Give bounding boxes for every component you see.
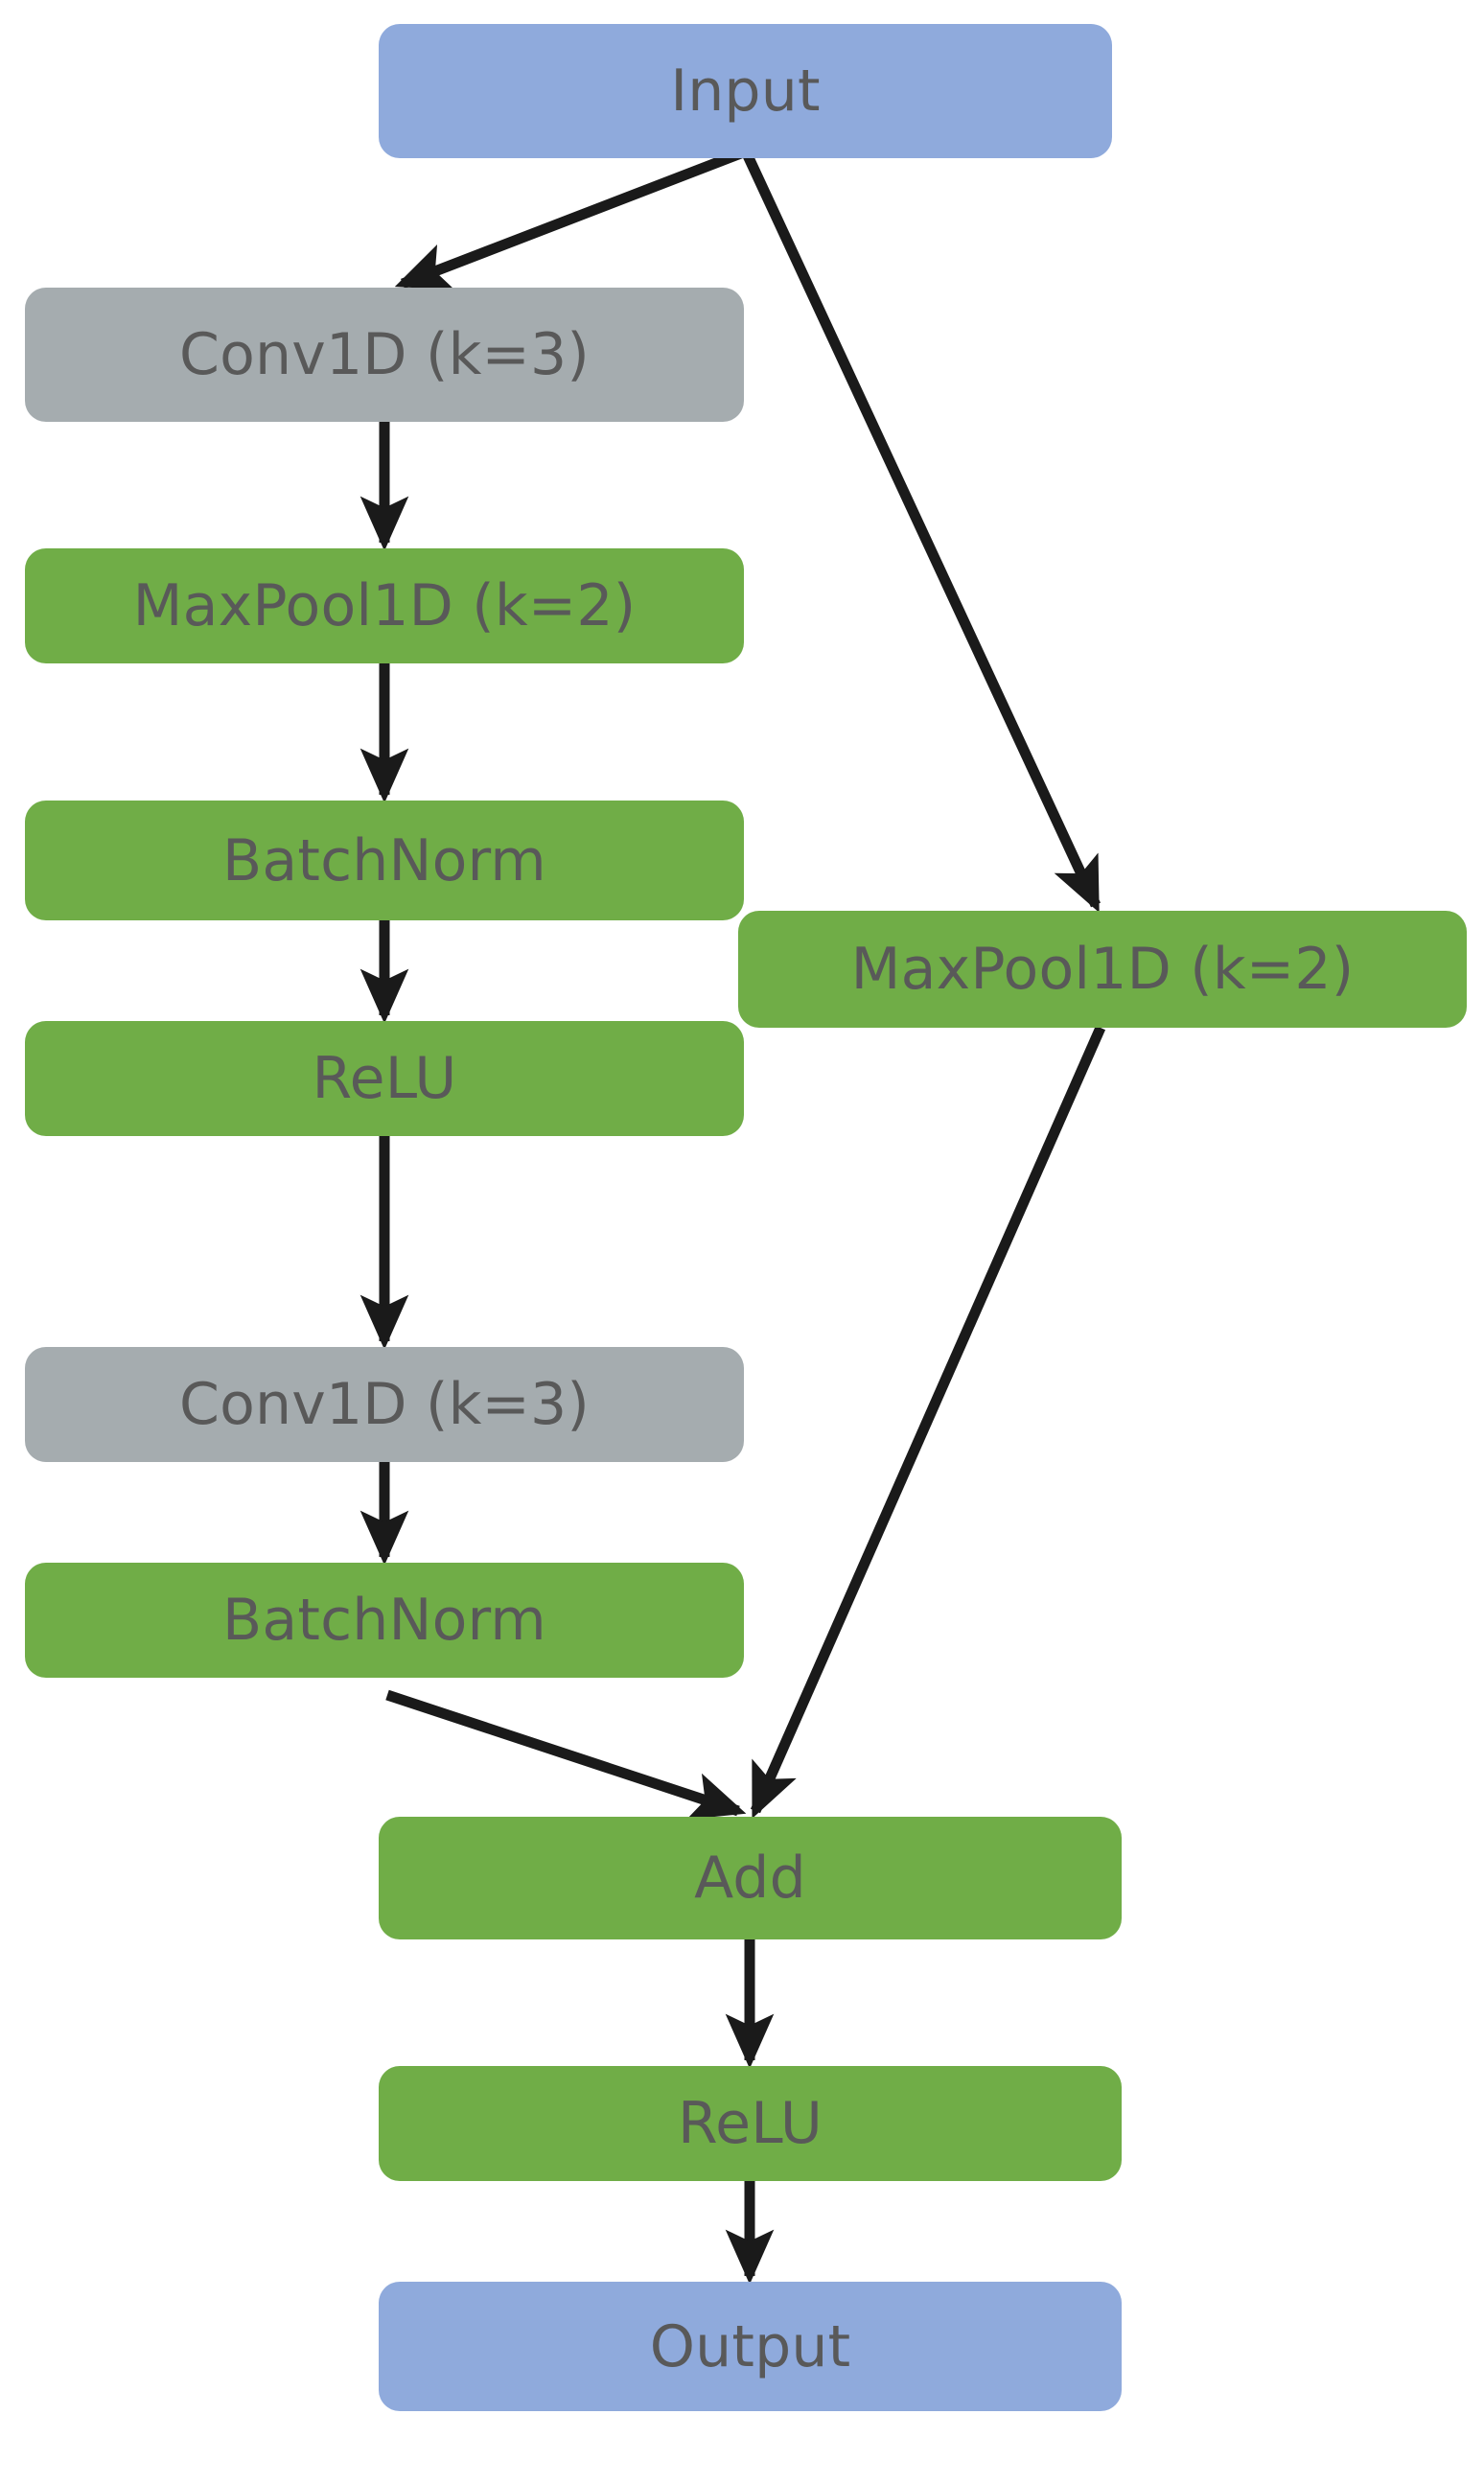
node-maxpool1d-1[interactable]: MaxPool1D (k=2) [25, 548, 744, 663]
node-relu-1[interactable]: ReLU [25, 1021, 744, 1136]
edge-input-to-conv1 [394, 146, 748, 290]
node-maxpool1d-1-label: MaxPool1D (k=2) [132, 572, 637, 639]
edge-input-to-maxpool2 [741, 149, 1101, 913]
node-input-label: Input [670, 58, 821, 125]
node-output[interactable]: Output [379, 2282, 1122, 2411]
node-relu-2[interactable]: ReLU [379, 2066, 1122, 2181]
node-add-label: Add [694, 1845, 806, 1912]
node-add[interactable]: Add [379, 1817, 1122, 1939]
node-batchnorm-2-label: BatchNorm [222, 1587, 546, 1654]
node-batchnorm-1-label: BatchNorm [222, 826, 546, 894]
node-relu-2-label: ReLU [677, 2090, 823, 2157]
node-relu-1-label: ReLU [312, 1045, 457, 1112]
edge-maxpool2-to-add [750, 1025, 1106, 1820]
node-conv1d-1-label: Conv1D (k=3) [179, 321, 590, 388]
node-input[interactable]: Input [379, 24, 1112, 158]
node-conv1d-2[interactable]: Conv1D (k=3) [25, 1347, 744, 1462]
edge-batchnorm2-to-add [385, 1689, 747, 1820]
node-conv1d-2-label: Conv1D (k=3) [179, 1371, 590, 1438]
node-maxpool1d-2[interactable]: MaxPool1D (k=2) [738, 911, 1467, 1028]
node-maxpool1d-2-label: MaxPool1D (k=2) [850, 936, 1355, 1003]
node-batchnorm-1[interactable]: BatchNorm [25, 801, 744, 920]
node-output-label: Output [649, 2312, 851, 2380]
node-batchnorm-2[interactable]: BatchNorm [25, 1563, 744, 1678]
node-conv1d-1[interactable]: Conv1D (k=3) [25, 288, 744, 422]
